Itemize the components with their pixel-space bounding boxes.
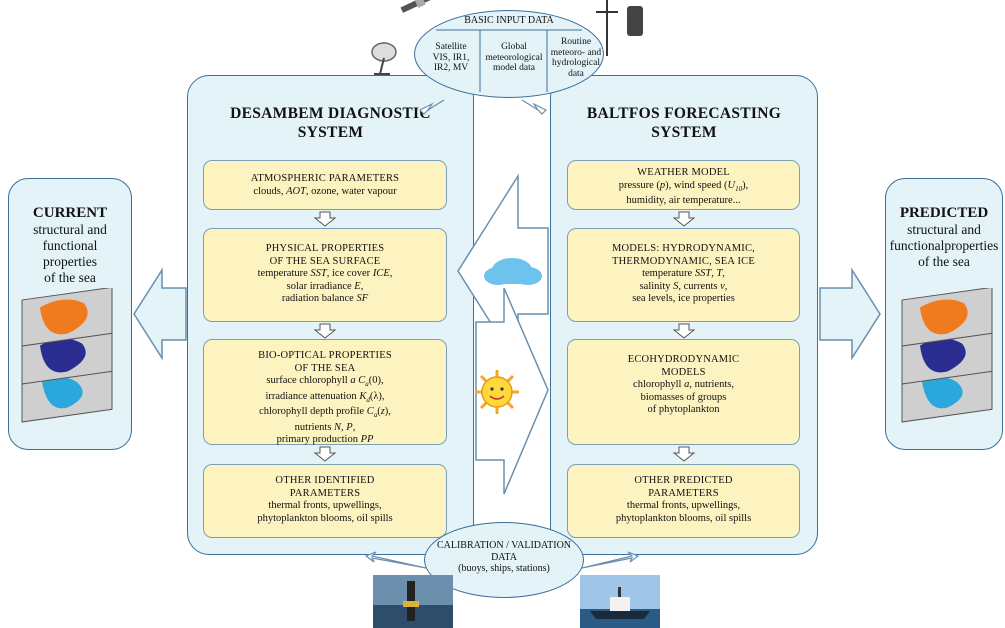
ship-photo [580, 575, 660, 628]
input-arrow-right-icon [521, 99, 548, 115]
input-dividers [436, 29, 582, 92]
current-maps-stack [21, 288, 113, 423]
input-routine-data-cell: Routine meteoro- and hydrological data [550, 37, 602, 79]
satellite-icon [400, 0, 440, 13]
input-instruments [400, 0, 643, 56]
basic-input-data-title: BASIC INPUT DATA [464, 15, 554, 26]
map-thumbnail-orange [21, 288, 113, 347]
input-global-model-cell: Global meteorological model data [485, 42, 543, 73]
satellite-dish-icon [371, 42, 397, 75]
baltfos-title: BALTFOS FORECASTING SYSTEM [586, 105, 782, 141]
weather-model-box: WEATHER MODEL pressure (p), wind speed (… [567, 160, 800, 210]
sun-icon [475, 370, 519, 414]
atmospheric-parameters-box: ATMOSPHERIC PARAMETERS clouds, AOT, ozon… [203, 160, 447, 210]
cloud-icon [484, 258, 542, 285]
right-output-arrow-icon [819, 267, 881, 361]
physical-properties-box: PHYSICAL PROPERTIES OF THE SEA SURFACE t… [203, 228, 447, 322]
map-thumbnail-orange [901, 288, 993, 347]
large-right-arrow-icon [475, 287, 549, 495]
calibration-validation-text: CALIBRATION / VALIDATION DATA (buoys, sh… [436, 540, 572, 574]
bio-optical-properties-box: BIO-OPTICAL PROPERTIES OF THE SEA surfac… [203, 339, 447, 445]
other-identified-parameters-box: OTHER IDENTIFIED PARAMETERS thermal fron… [203, 464, 447, 538]
other-predicted-parameters-box: OTHER PREDICTED PARAMETERS thermal front… [567, 464, 800, 538]
basic-input-data-ellipse [414, 10, 604, 98]
ecohydrodynamic-models-box: ECOHYDRODYNAMIC MODELS chlorophyll a, nu… [567, 339, 800, 445]
predicted-maps-stack [901, 288, 993, 423]
weather-station-icon [596, 0, 643, 56]
left-output-arrow-icon [133, 267, 187, 361]
desambem-title: DESAMBEM DIAGNOSTIC SYSTEM [230, 105, 431, 141]
hydrodynamic-models-box: MODELS: HYDRODYNAMIC, THERMODYNAMIC, SEA… [567, 228, 800, 322]
input-satellite-cell: Satellite VIS, IR1, IR2, MV [432, 42, 470, 73]
buoy-photo [373, 575, 453, 628]
atmospheric-parameters-detail: clouds, AOT, ozone, water vapour [253, 185, 397, 197]
